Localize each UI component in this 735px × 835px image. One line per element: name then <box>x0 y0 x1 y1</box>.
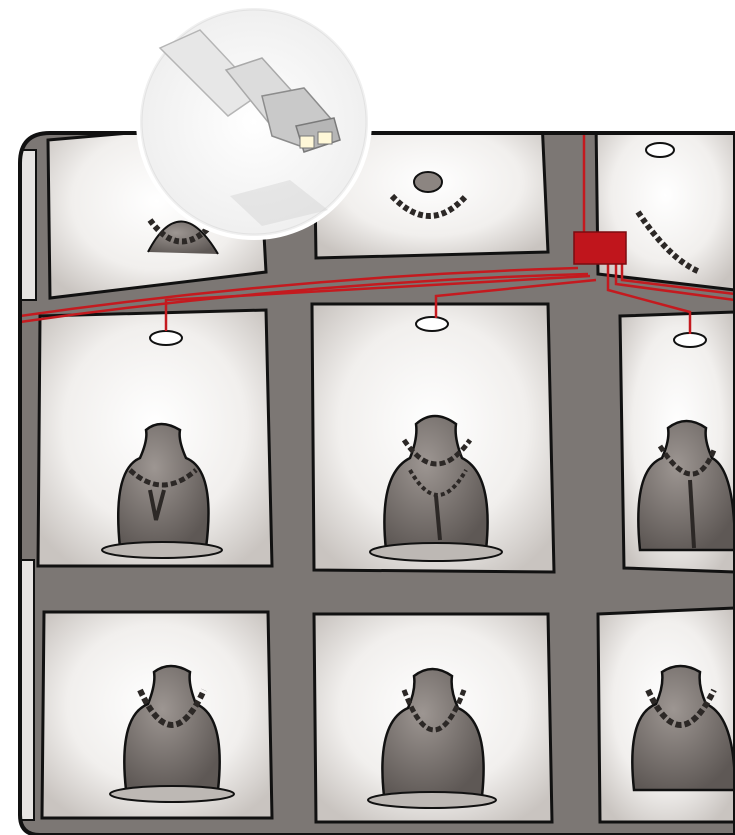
niche-middle-right <box>620 312 735 572</box>
niche-middle-left <box>38 310 272 566</box>
spotlight-middle-center <box>416 317 448 331</box>
niche-bottom-center <box>314 614 552 822</box>
driver-box <box>574 232 626 264</box>
niche-bottom-left <box>42 612 272 818</box>
spotlight-middle-right <box>674 333 706 347</box>
spotlight-top-right <box>646 143 674 157</box>
led-fixture-inset <box>138 6 370 238</box>
spotlight-middle-left <box>150 331 182 345</box>
niche-bottom-right <box>598 608 735 822</box>
niche-middle-center <box>312 304 554 572</box>
display-frame <box>0 100 735 835</box>
